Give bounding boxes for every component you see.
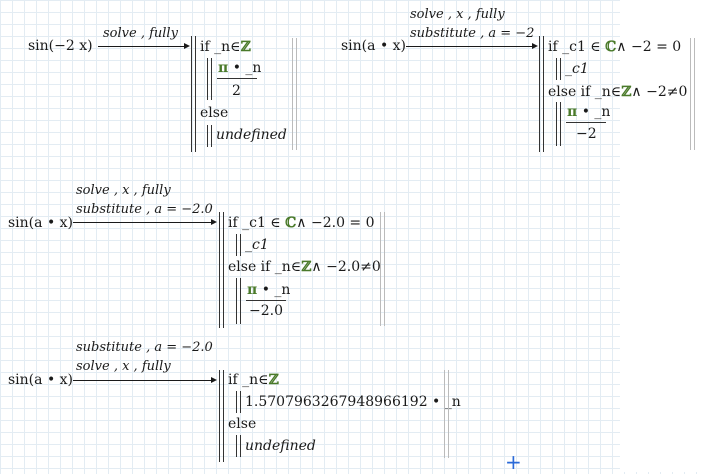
- symbolic-arrow: [98, 46, 184, 47]
- keyword-label: solve , fully: [103, 26, 178, 41]
- inner-bracket: [207, 125, 212, 147]
- fraction-bar: [217, 78, 257, 79]
- inner-bracket: [556, 58, 561, 80]
- fraction-numerator: π • _n: [567, 104, 611, 120]
- matrix-bracket-right: [292, 38, 297, 150]
- result-bracket: [191, 36, 196, 152]
- inner-bracket: [236, 435, 241, 457]
- arrow-head-icon: [184, 43, 190, 49]
- undefined-label: undefined: [216, 127, 287, 143]
- result-bracket: [219, 212, 224, 328]
- keyword-label: substitute , a = −2.0: [76, 340, 213, 355]
- expression-lhs: sin(a • x): [341, 38, 407, 54]
- else-label: else: [228, 416, 257, 432]
- keyword-label: solve , x , fully: [410, 7, 505, 22]
- arrow-head-icon: [211, 219, 217, 225]
- fraction-bar: [246, 300, 286, 301]
- fraction-denominator: 2: [232, 83, 241, 99]
- if-condition: if _c1 ∈ ℂ∧ −2.0 = 0: [228, 215, 375, 231]
- else-if-condition: else if _n∈ℤ∧ −2≠0: [548, 84, 688, 100]
- undefined-label: undefined: [245, 438, 316, 454]
- fraction-numerator: π • _n: [247, 282, 291, 298]
- symbolic-arrow: [73, 222, 211, 223]
- c1-value: _c1: [565, 61, 589, 77]
- fraction-numerator: π • _n: [218, 60, 262, 76]
- result-bracket: [539, 36, 544, 152]
- matrix-bracket-right: [690, 38, 695, 150]
- keyword-label: substitute , a = −2: [410, 26, 535, 41]
- fraction-bar: [566, 122, 606, 123]
- expression-lhs: sin(a • x): [8, 372, 74, 388]
- matrix-bracket-right: [444, 370, 449, 458]
- inner-bracket: [236, 278, 241, 324]
- expression-lhs: sin(−2 x): [28, 38, 93, 54]
- worksheet-margin: [620, 0, 701, 472]
- if-condition: if _n∈ℤ: [228, 372, 279, 388]
- inner-bracket: [236, 234, 241, 256]
- keyword-label: solve , x , fully: [76, 183, 171, 198]
- inner-bracket: [556, 102, 561, 146]
- arrow-head-icon: [211, 377, 217, 383]
- result-bracket: [219, 370, 224, 462]
- arrow-head-icon: [532, 43, 538, 49]
- keyword-label: substitute , a = −2.0: [76, 202, 213, 217]
- expression-lhs: sin(a • x): [8, 215, 74, 231]
- inner-bracket: [236, 391, 241, 413]
- fraction-denominator: −2: [576, 126, 597, 142]
- symbolic-arrow: [406, 46, 532, 47]
- else-label: else: [200, 105, 229, 121]
- numeric-result: 1.5707963267948966192 • _n: [245, 394, 461, 410]
- symbolic-arrow: [73, 380, 211, 381]
- if-condition: if _n∈ℤ: [200, 39, 251, 55]
- fraction-denominator: −2.0: [249, 303, 283, 319]
- c1-value: _c1: [245, 237, 269, 253]
- inner-bracket: [207, 58, 212, 100]
- crosshair-cursor-icon: +: [505, 450, 522, 474]
- if-condition: if _c1 ∈ ℂ∧ −2 = 0: [548, 39, 682, 55]
- matrix-bracket-right: [380, 212, 385, 326]
- keyword-label: solve , x , fully: [76, 359, 171, 374]
- else-if-condition: else if _n∈ℤ∧ −2.0≠0: [228, 259, 381, 275]
